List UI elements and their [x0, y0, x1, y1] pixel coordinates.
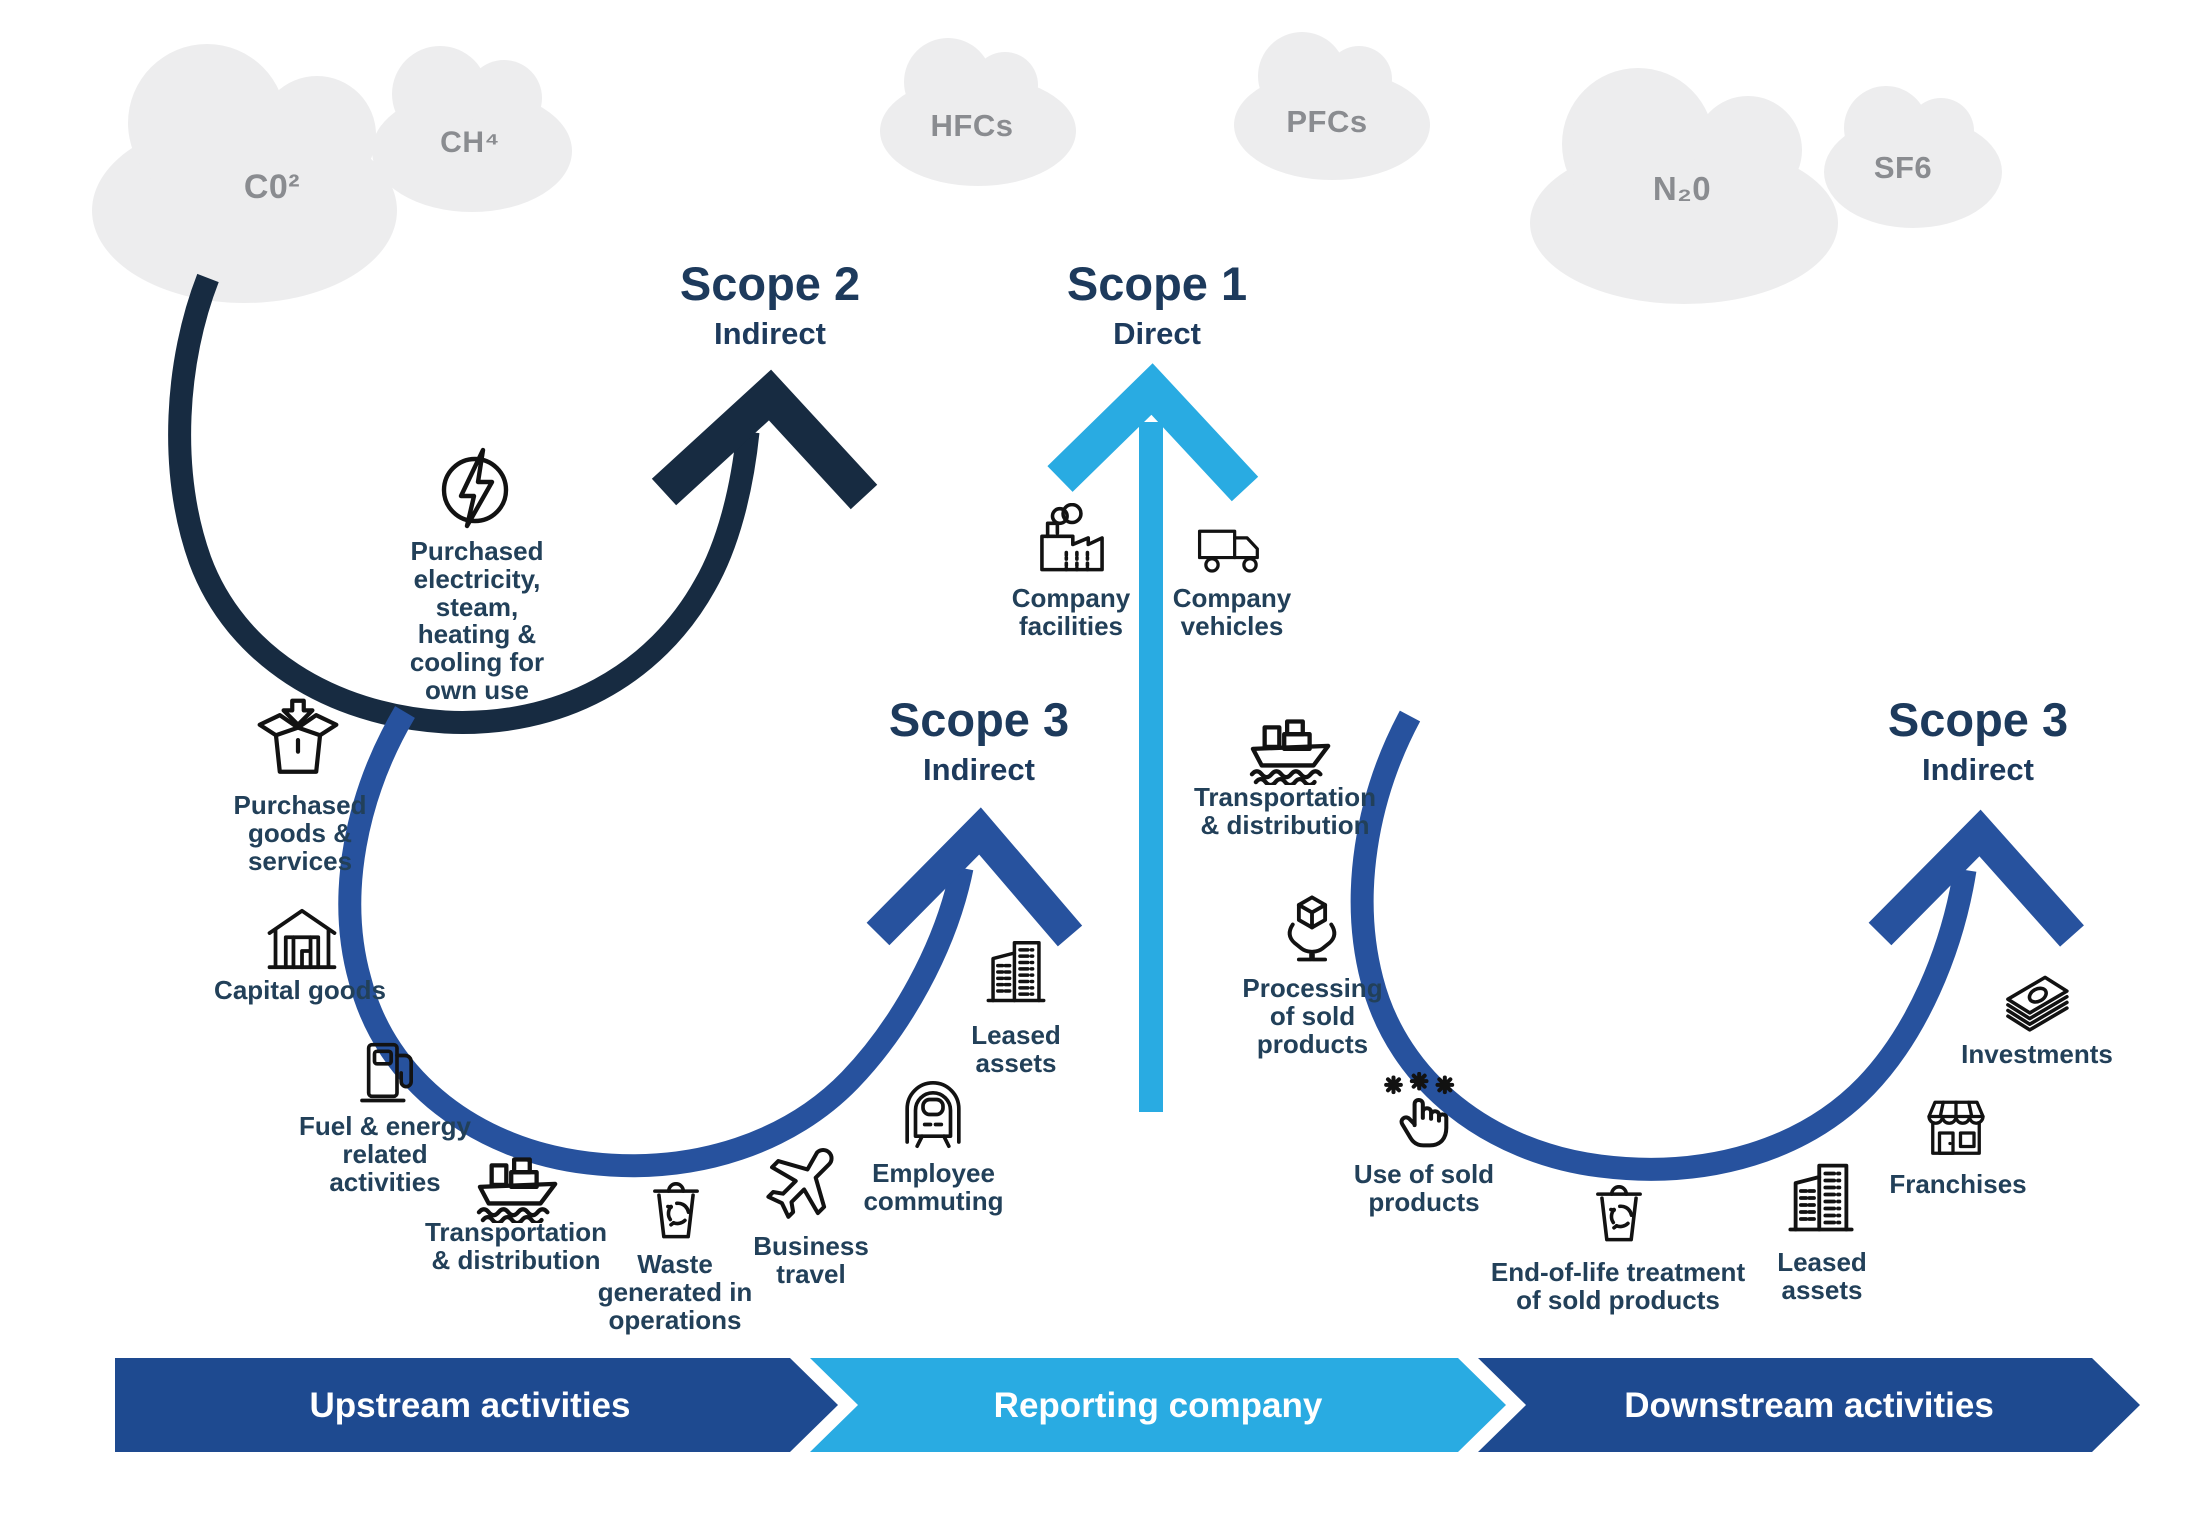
label-fuel-energy: Fuel & energy related activities: [299, 1111, 471, 1197]
downstream-band-label: Downstream activities: [1624, 1386, 1994, 1425]
downstream-band: [1478, 1358, 2140, 1452]
cloud-shape: [258, 76, 376, 194]
label-purchased-goods: Purchased goods & services: [233, 790, 367, 876]
label-capital-goods: Capital goods: [214, 975, 386, 1005]
reporting-band-label: Reporting company: [993, 1386, 1323, 1425]
reporting-band: [810, 1358, 1506, 1452]
truck-icon: [1193, 521, 1269, 581]
scope2-subtitle: Indirect: [714, 316, 826, 351]
gas-label-n2o: N₂0: [1652, 170, 1712, 207]
label-transport-downstream: Transportation & distribution: [1193, 782, 1376, 840]
upstream-band: [115, 1358, 838, 1452]
cloud-shape: [1694, 96, 1802, 204]
storefront-icon: [1920, 1091, 1992, 1163]
airplane-icon: [766, 1144, 854, 1232]
label-company-facilities: Company facilities: [1011, 583, 1131, 641]
electricity-icon: [427, 440, 523, 536]
label-franchises: Franchises: [1889, 1169, 2027, 1199]
label-business-travel: Business travel: [753, 1231, 869, 1289]
label-end-of-life: End-of-life treatment of sold products: [1490, 1257, 1746, 1315]
cargo-ship-icon: [1241, 699, 1345, 785]
gas-label-sf6: SF6: [1873, 150, 1933, 185]
open-box-icon: [252, 696, 344, 788]
gas-label-ch4: CH⁴: [440, 126, 500, 159]
factory-icon: [1033, 503, 1111, 581]
scope3-right-subtitle: Indirect: [1922, 752, 2034, 787]
scope3-left-arrowhead: [866, 807, 1083, 947]
money-stack-icon: [1995, 962, 2079, 1038]
label-employee-commuting: Employee commuting: [863, 1158, 1004, 1216]
scope2-arc: [168, 273, 760, 734]
label-purchased-electricity: Purchased electricity, steam, heating & …: [409, 536, 545, 706]
cloud-shape: [1326, 46, 1392, 112]
scope3-right-title: Scope 3: [1887, 693, 2069, 746]
scope3-right-arc: [1350, 710, 1977, 1181]
label-leased-assets-downstream: Leased assets: [1777, 1247, 1867, 1305]
label-waste: Waste generated in operations: [597, 1249, 753, 1335]
label-investments: Investments: [1961, 1039, 2113, 1069]
cloud-shape: [972, 52, 1038, 118]
cloud-shape: [1908, 98, 1974, 164]
scope1-subtitle: Direct: [1113, 316, 1201, 351]
scope1-arrowhead: [1047, 363, 1259, 502]
gas-label-co2: C0²: [243, 168, 301, 206]
scope1-title: Scope 1: [1066, 257, 1248, 310]
scope2-arrowhead: [651, 369, 878, 510]
recycle-bin-icon: [1580, 1173, 1658, 1251]
scope3-left-arc: [338, 706, 974, 1178]
scope2-title: Scope 2: [679, 257, 861, 310]
label-company-vehicles: Company vehicles: [1172, 583, 1292, 641]
warehouse-icon: [261, 898, 343, 980]
click-hand-icon: [1377, 1072, 1465, 1160]
scope3-left-subtitle: Indirect: [923, 752, 1035, 787]
label-transport-upstream: Transportation & distribution: [424, 1217, 607, 1275]
fuel-pump-icon: [347, 1033, 427, 1113]
cloud-shape: [1562, 68, 1714, 220]
gas-label-pfcs: PFCs: [1286, 104, 1368, 139]
label-use-of-sold: Use of sold products: [1353, 1159, 1495, 1217]
scope3-left-title: Scope 3: [888, 693, 1070, 746]
train-icon: [893, 1072, 973, 1152]
buildings-icon: [978, 934, 1054, 1010]
upstream-band-label: Upstream activities: [309, 1386, 631, 1425]
label-processing: Processing of sold products: [1242, 973, 1383, 1059]
recycle-bin-icon: [637, 1170, 715, 1248]
buildings-icon: [1779, 1156, 1863, 1240]
label-leased-assets-upstream: Leased assets: [971, 1020, 1061, 1078]
scope3-right-arrowhead: [1868, 809, 2084, 947]
cargo-ship-icon: [468, 1137, 572, 1223]
cloud-shape: [466, 60, 542, 136]
hands-cube-icon: [1270, 886, 1354, 970]
gas-label-hfcs: HFCs: [930, 108, 1014, 143]
